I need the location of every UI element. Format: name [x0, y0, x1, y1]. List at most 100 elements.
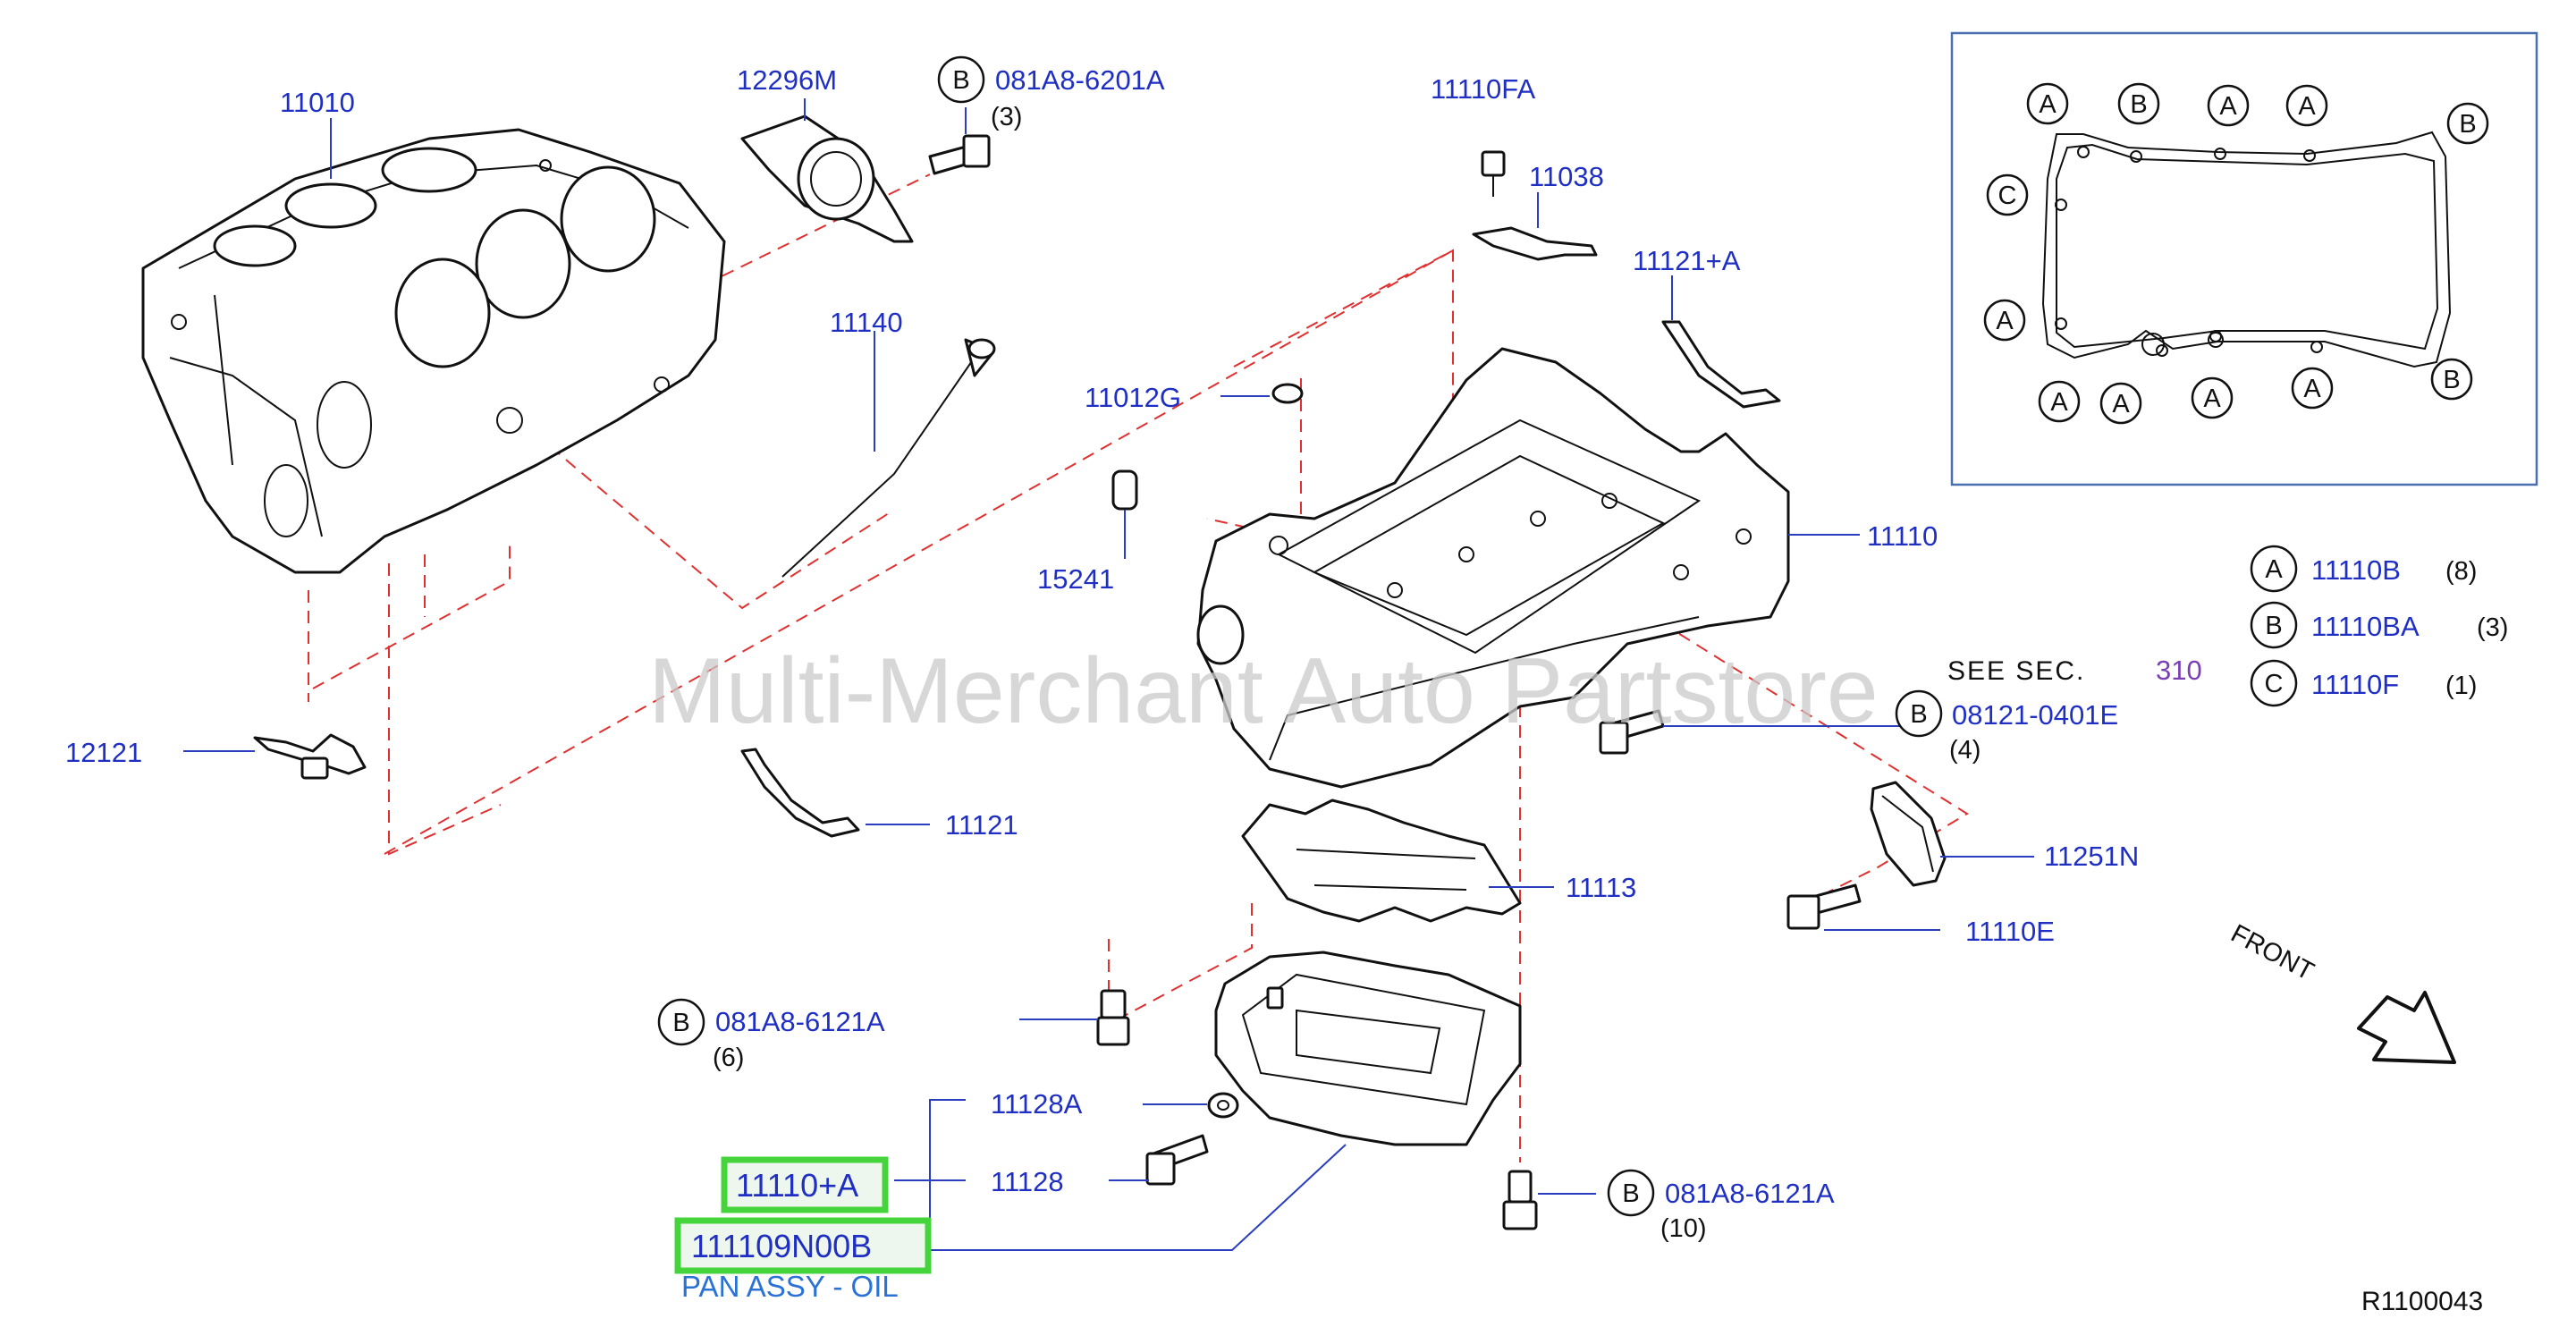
assembly-leaders: [894, 1099, 1347, 1251]
part-number-11110[interactable]: 11110: [1867, 520, 1938, 552]
highlighted-part-111109n00b[interactable]: 111109N00B: [674, 1217, 932, 1274]
bolt-legend: A 11110B (8) B 11110BA (3) C 11110F (1): [2250, 545, 2508, 707]
quantity: (4): [1949, 736, 1981, 765]
callout-a: A: [2191, 376, 2234, 419]
svg-text:A: A: [2219, 92, 2237, 121]
callout-b: B: [937, 55, 985, 104]
legend-row-c: C 11110F (1): [2250, 659, 2477, 707]
part-number-11121[interactable]: 11121: [945, 809, 1018, 841]
part-number-08121-0401e[interactable]: 08121-0401E: [1952, 699, 2118, 731]
legend-row-a: A 11110B (8): [2250, 545, 2477, 593]
callout-a: A: [2038, 380, 2081, 423]
baffle-plate: [1661, 275, 1781, 409]
part-number-11140[interactable]: 11140: [830, 307, 903, 338]
legend-quantity: (8): [2445, 557, 2477, 586]
sensor: [183, 733, 367, 780]
part-number-081a8-6201a[interactable]: 081A8-6201A: [995, 64, 1165, 96]
part-number-11128[interactable]: 11128: [991, 1166, 1064, 1197]
plug: [1220, 383, 1304, 404]
bolt: [1599, 709, 1900, 755]
svg-text:C: C: [2265, 670, 2284, 698]
legend-quantity: (3): [2477, 613, 2508, 642]
legend-part-11110f[interactable]: 11110F: [2311, 669, 2399, 700]
part-number-15241[interactable]: 15241: [1037, 563, 1114, 595]
svg-text:B: B: [952, 66, 969, 95]
bracket: [1472, 150, 1598, 261]
part-number-111109n00b[interactable]: 111109N00B: [691, 1228, 872, 1264]
svg-text:A: A: [2303, 375, 2321, 403]
svg-text:B: B: [1622, 1179, 1639, 1208]
svg-text:A: A: [2298, 92, 2316, 121]
callout-a: A: [2291, 367, 2334, 410]
callout-b: B: [2430, 358, 2473, 401]
highlighted-part-11110a[interactable]: 11110+A: [721, 1156, 889, 1213]
upper-oil-pan: [1196, 347, 1860, 789]
svg-text:B: B: [672, 1009, 689, 1037]
part-labels: 11010 12296M B 081A8-6201A (3) 11110FA 1…: [65, 55, 2202, 1243]
svg-text:B: B: [2265, 612, 2282, 640]
callout-a: A: [2099, 382, 2142, 425]
cover-plate: [1786, 781, 2034, 931]
front-label: FRONT: [2226, 919, 2318, 986]
svg-text:B: B: [2459, 110, 2476, 139]
svg-text:A: A: [1996, 307, 2014, 335]
callout-a: A: [2285, 84, 2328, 127]
leader-lines: [330, 107, 967, 179]
part-number-11113[interactable]: 11113: [1566, 872, 1636, 903]
drain-washer: [1143, 1092, 1239, 1119]
callout-b: B: [2117, 82, 2160, 125]
part-number-11121a[interactable]: 11121+A: [1633, 245, 1741, 276]
part-number-11128a[interactable]: 11128A: [991, 1088, 1083, 1120]
svg-text:B: B: [2443, 366, 2460, 394]
part-number-12296m[interactable]: 12296M: [737, 64, 837, 96]
oil-level-gauge: [781, 331, 996, 578]
part-number-11110e[interactable]: 11110E: [1965, 916, 2055, 947]
part-description: PAN ASSY - OIL: [681, 1270, 899, 1303]
legend-quantity: (1): [2445, 672, 2477, 700]
lower-oil-pan: [1214, 951, 1522, 1146]
svg-text:A: A: [2050, 388, 2068, 417]
part-number-11110fa[interactable]: 11110FA: [1431, 73, 1536, 105]
bolt: [1019, 989, 1130, 1046]
svg-text:A: A: [2203, 385, 2221, 413]
part-number-12121[interactable]: 12121: [65, 737, 142, 768]
gasket: [1241, 799, 1554, 923]
bolt: [1502, 1170, 1596, 1230]
part-number-11251n[interactable]: 11251N: [2044, 841, 2139, 872]
legend-row-b: B 11110BA (3): [2250, 601, 2508, 649]
oil-seal-retainer: [740, 98, 914, 243]
callout-b: B: [1607, 1169, 1655, 1217]
svg-text:A: A: [2112, 390, 2130, 418]
part-number-081a8-6121a[interactable]: 081A8-6121A: [715, 1006, 885, 1037]
watermark: Multi-Merchant Auto Partstore: [648, 639, 1879, 743]
bolt-pattern-inset: A B A A B C A A A A A B: [1950, 31, 2538, 486]
part-number-11110a[interactable]: 11110+A: [736, 1167, 858, 1204]
callout-b: B: [2446, 102, 2489, 145]
quantity: (10): [1660, 1214, 1707, 1243]
bolt: [928, 134, 991, 175]
front-indicator: FRONT: [2226, 919, 2456, 1064]
callout-a: A: [2207, 84, 2250, 127]
quantity: (3): [991, 103, 1022, 131]
legend-part-11110b[interactable]: 11110B: [2311, 554, 2401, 586]
callout-a: A: [2026, 82, 2069, 125]
diagram-reference: R1100043: [2361, 1287, 2483, 1316]
front-arrow-icon: [2357, 991, 2456, 1064]
callout-a: A: [1983, 299, 2026, 342]
callout-b: B: [1895, 689, 1943, 738]
part-number-11012g[interactable]: 11012G: [1085, 382, 1181, 413]
dowel-pin: [1111, 469, 1138, 559]
part-number-11010[interactable]: 11010: [280, 87, 355, 118]
svg-text:A: A: [2039, 90, 2057, 119]
part-number-081a8-6121a[interactable]: 081A8-6121A: [1665, 1178, 1835, 1209]
svg-text:B: B: [2130, 90, 2147, 119]
drain-plug: [1109, 1134, 1209, 1186]
callout-c: C: [1986, 173, 2029, 216]
svg-text:C: C: [1998, 182, 2017, 210]
legend-part-11110ba[interactable]: 11110BA: [2311, 611, 2420, 642]
part-number-11038[interactable]: 11038: [1529, 161, 1604, 192]
svg-text:A: A: [2265, 555, 2283, 584]
see-section-number[interactable]: 310: [2156, 655, 2202, 686]
svg-text:B: B: [1910, 700, 1927, 729]
